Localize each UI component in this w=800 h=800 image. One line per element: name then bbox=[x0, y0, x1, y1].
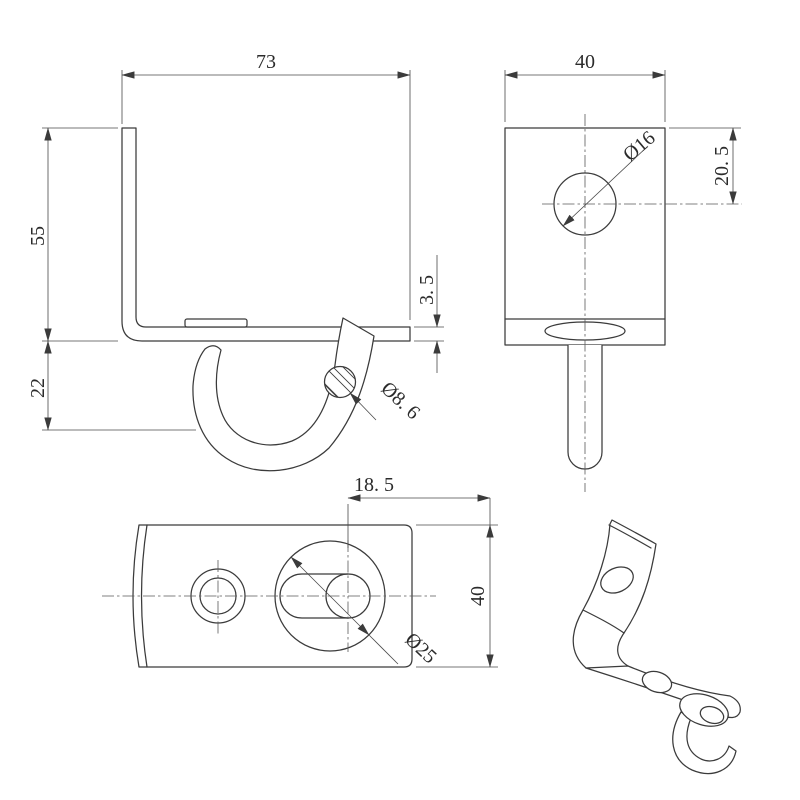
bend-arc bbox=[140, 524, 148, 668]
dim-front-hook-drop: 22 bbox=[27, 378, 49, 398]
dim-top-slot-offset: 18. 5 bbox=[354, 474, 394, 496]
bracket-outline bbox=[121, 127, 411, 342]
top-centerlines bbox=[102, 540, 436, 652]
dim-front-thickness: 3. 5 bbox=[416, 275, 438, 305]
front-geometry bbox=[121, 127, 411, 472]
hook-profile bbox=[192, 317, 375, 472]
iso-bend-inner bbox=[617, 632, 629, 667]
iso-slot-hole bbox=[699, 705, 725, 725]
side-centerlines bbox=[542, 114, 742, 492]
side-view: 40 20. 5 Ø16 bbox=[504, 51, 742, 492]
front-dimensions: 73 55 22 3. 5 Ø8. 6 bbox=[27, 51, 444, 431]
top-view: 40 18. 5 Ø25 bbox=[102, 474, 498, 668]
section-hatch-lines bbox=[324, 366, 356, 398]
dim-front-width: 73 bbox=[256, 51, 276, 73]
dim-front-height: 55 bbox=[27, 226, 49, 246]
iso-vertical-hole bbox=[600, 566, 634, 594]
front-view: 73 55 22 3. 5 Ø8. 6 bbox=[27, 51, 444, 472]
isometric-view bbox=[572, 519, 741, 775]
dim-side-hole-offset: 20. 5 bbox=[711, 146, 733, 186]
iso-horizontal-hole bbox=[641, 670, 673, 694]
iso-bend-outer bbox=[572, 609, 587, 669]
slot-obround bbox=[279, 573, 349, 619]
slot-boss bbox=[184, 318, 248, 328]
dim-top-depth: 40 bbox=[467, 586, 489, 606]
iso-flange-thickness bbox=[608, 524, 652, 549]
dim-side-width: 40 bbox=[575, 51, 595, 73]
iso-hook bbox=[672, 711, 737, 775]
dim-front-rod-dia: Ø8. 6 bbox=[377, 378, 425, 424]
